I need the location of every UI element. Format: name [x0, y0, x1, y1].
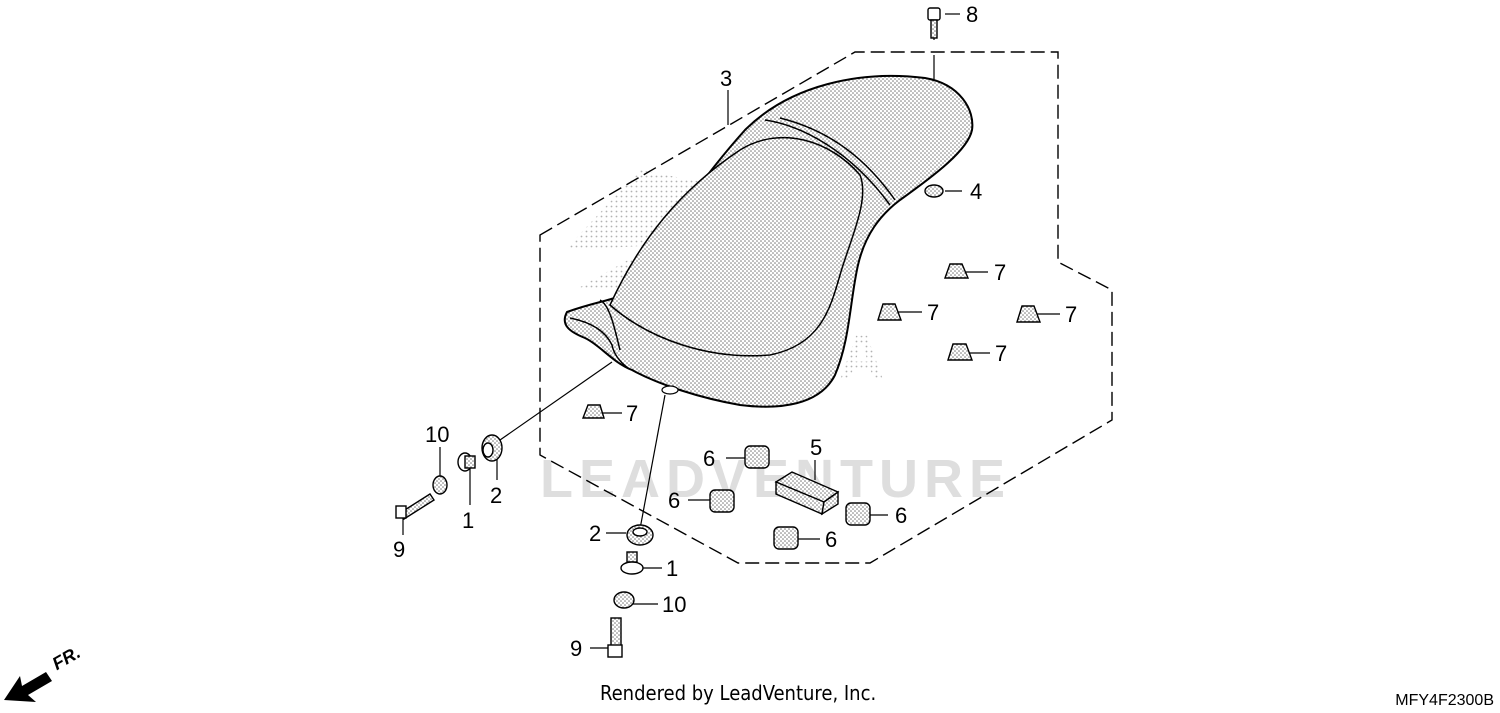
rubber-6-d [773, 526, 799, 550]
block-5 [774, 471, 840, 516]
assembly-boundary [539, 51, 1113, 564]
callout-6-b: 6 [668, 488, 680, 513]
callout-6-c: 6 [895, 503, 907, 528]
cushion-7-e [581, 404, 605, 419]
callout-9-lower: 9 [570, 636, 582, 661]
callout-1-left: 1 [462, 508, 474, 533]
callout-labels: 3 8 4 7 7 7 7 7 5 6 6 6 6 10 2 1 9 2 1 1… [393, 2, 1077, 661]
collar-1-lower [620, 551, 644, 575]
callout-2-lower: 2 [589, 521, 601, 546]
nut-4 [924, 184, 944, 198]
grommet-2-left [481, 434, 503, 462]
callout-7-d: 7 [995, 341, 1007, 366]
callout-1-lower: 1 [666, 556, 678, 581]
seat-assembly [563, 75, 974, 408]
callout-5: 5 [810, 435, 822, 460]
callout-9-left: 9 [393, 537, 405, 562]
callout-7-b: 7 [927, 300, 939, 325]
bolt-9-lower [607, 617, 623, 658]
front-arrow-icon [4, 672, 52, 702]
grommet-2-lower [626, 524, 654, 546]
washer-10-lower [613, 591, 635, 609]
callout-7-e: 7 [626, 401, 638, 426]
callout-6-d: 6 [825, 527, 837, 552]
bolt-8 [927, 7, 941, 39]
watermark-leadventure: LEADVENTURE [540, 449, 1012, 509]
rubber-6-b [709, 489, 735, 513]
cushion-7-a [944, 263, 970, 279]
callout-6-a: 6 [703, 446, 715, 471]
rubber-6-c [845, 502, 871, 526]
hardware-parts [395, 7, 1042, 658]
rendered-by-footer: Rendered by LeadVenture, Inc. [600, 681, 877, 705]
washer-10-left [432, 475, 448, 495]
callout-7-a: 7 [994, 260, 1006, 285]
callout-8: 8 [966, 2, 978, 27]
cushion-7-c [1016, 305, 1042, 323]
cushion-7-b [877, 303, 903, 321]
diagram-code: MFY4F2300B [1395, 692, 1494, 709]
bolt-9-left [395, 493, 435, 520]
callout-4: 4 [970, 179, 982, 204]
cushion-7-d [947, 343, 974, 361]
rubber-6-a [744, 445, 770, 469]
collar-1-left [457, 452, 476, 472]
callout-10-lower: 10 [662, 592, 686, 617]
callout-2-left: 2 [490, 483, 502, 508]
callout-3: 3 [720, 66, 732, 91]
callout-10-left: 10 [425, 422, 449, 447]
callout-7-c: 7 [1065, 302, 1077, 327]
